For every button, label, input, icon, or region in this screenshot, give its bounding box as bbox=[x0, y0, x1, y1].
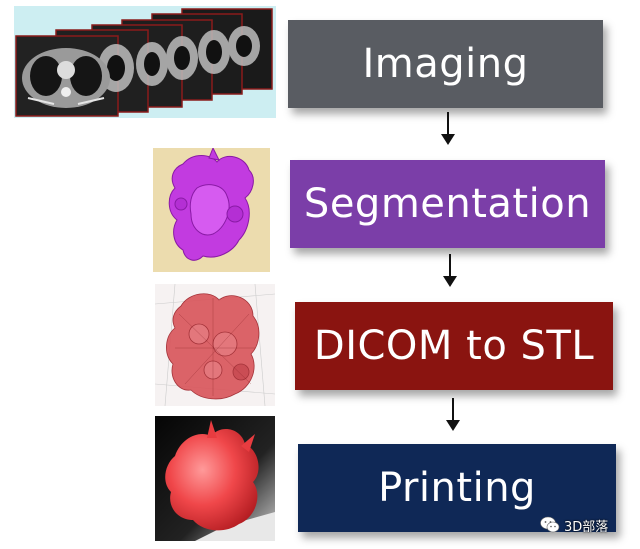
arrow-down-icon bbox=[446, 398, 460, 432]
arrow-down-icon bbox=[443, 254, 457, 288]
arrow-down-icon bbox=[441, 112, 455, 146]
segmented-heart-illustration bbox=[168, 148, 254, 261]
step-printing-label: Printing bbox=[378, 465, 536, 511]
ct-scan-slices-image bbox=[14, 6, 276, 118]
step-printing-box: Printing bbox=[298, 444, 616, 532]
mesh-stl-model-image bbox=[155, 284, 275, 406]
step-segmentation-label: Segmentation bbox=[303, 181, 592, 227]
watermark-text: 3D部落 bbox=[564, 519, 609, 535]
mesh-model-illustration bbox=[155, 284, 275, 406]
printed-model-illustration bbox=[155, 416, 275, 541]
step-imaging-label: Imaging bbox=[362, 41, 529, 87]
printed-heart-model-photo bbox=[155, 416, 275, 541]
step-segmentation-box: Segmentation bbox=[290, 160, 605, 248]
ct-slices-illustration bbox=[15, 8, 273, 117]
step-dicom-to-stl-box: DICOM to STL bbox=[295, 302, 613, 390]
step-dicom-to-stl-label: DICOM to STL bbox=[313, 323, 595, 369]
segmented-heart-model-image bbox=[153, 148, 270, 272]
watermark: 3D部落 bbox=[540, 514, 608, 536]
wechat-icon bbox=[540, 516, 560, 533]
step-imaging-box: Imaging bbox=[288, 20, 603, 108]
